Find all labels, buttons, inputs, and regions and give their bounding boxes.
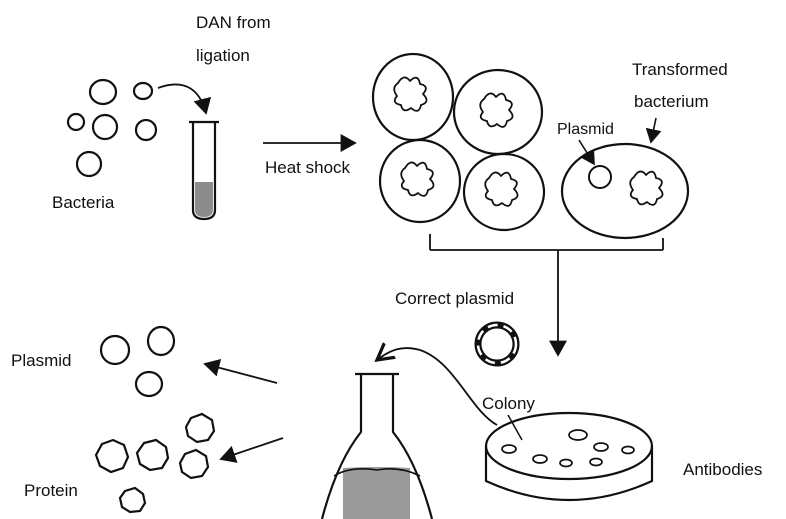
- transformed-pointer: [651, 118, 656, 142]
- plasmid-circle: [589, 166, 611, 188]
- arrow-bacteria-to-tube: [158, 84, 206, 113]
- heat-shock-label: Heat shock: [265, 158, 350, 178]
- transformed-label-line1: Transformed: [632, 60, 728, 80]
- dna-source-label-line1: DAN from: [196, 13, 271, 33]
- arrow-dish-to-flask: [377, 348, 497, 425]
- petri-dish: [486, 413, 652, 500]
- correct-plasmid-ring: [478, 325, 516, 363]
- bacterium-cell: [134, 83, 152, 99]
- arrow-to-plasmid: [205, 364, 277, 383]
- bacteria-cluster: [68, 80, 156, 176]
- arrow-to-protein: [221, 438, 283, 459]
- culture-flask: [322, 374, 432, 519]
- test-tube: [189, 122, 219, 219]
- bacterium-cell: [68, 114, 84, 130]
- bacterium-cell: [77, 152, 101, 176]
- plasmid-output-circles: [101, 327, 174, 396]
- correct-plasmid-label: Correct plasmid: [395, 289, 514, 309]
- bacterium-cell: [93, 115, 117, 139]
- bacteria-label: Bacteria: [52, 193, 114, 213]
- protein-octagons: [96, 414, 214, 512]
- bacterium-cell: [136, 120, 156, 140]
- plasmid-output-label: Plasmid: [11, 351, 71, 371]
- plasmid-top-label: Plasmid: [557, 120, 614, 140]
- colony-label: Colony: [482, 394, 535, 414]
- antibodies-label: Antibodies: [683, 460, 762, 480]
- protein-label: Protein: [24, 481, 78, 501]
- transformed-label-line2: bacterium: [634, 92, 709, 112]
- dna-source-label-line2: ligation: [196, 46, 250, 66]
- bacterium-cell: [90, 80, 116, 104]
